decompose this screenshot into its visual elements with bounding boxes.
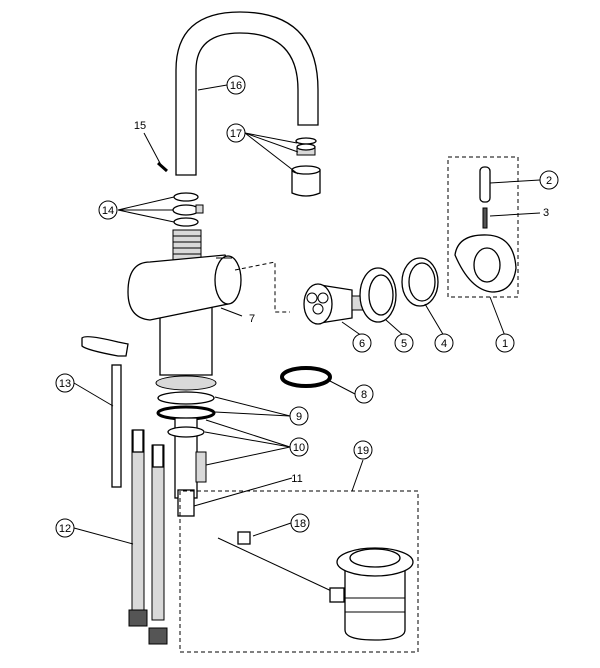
- callout-18: 18: [290, 513, 310, 533]
- callout-19: 19: [353, 440, 373, 460]
- label-7: 7: [249, 313, 255, 325]
- svg-text:1: 1: [502, 338, 508, 350]
- aerator-parts: [291, 137, 321, 197]
- callout-12: 12: [55, 518, 75, 538]
- seal-ring-part: [280, 366, 332, 388]
- svg-text:9: 9: [296, 411, 302, 423]
- retaining-ring-part: [401, 257, 439, 307]
- svg-text:12: 12: [59, 523, 71, 535]
- callout-10: 10: [289, 437, 309, 457]
- lift-rod-part: [81, 336, 129, 488]
- callout-4: 4: [434, 333, 454, 353]
- svg-text:10: 10: [293, 442, 305, 454]
- mounting-parts: [155, 375, 217, 517]
- svg-text:8: 8: [361, 389, 367, 401]
- leader-lines: [73, 84, 541, 545]
- svg-text:4: 4: [441, 338, 447, 350]
- o-rings-part: [172, 192, 204, 227]
- pop-up-waste-part: [329, 547, 414, 641]
- tap-body-part: [127, 229, 242, 376]
- callout-2: 2: [539, 170, 559, 190]
- svg-text:18: 18: [294, 518, 306, 530]
- callout-5: 5: [394, 333, 414, 353]
- callout-8: 8: [354, 384, 374, 404]
- waste-rod-part: [217, 531, 341, 596]
- label-3: 3: [543, 207, 549, 219]
- svg-text:5: 5: [401, 338, 407, 350]
- svg-text:17: 17: [230, 128, 242, 140]
- callout-16: 16: [226, 75, 246, 95]
- spout-part: [175, 11, 319, 176]
- callout-13: 13: [55, 373, 75, 393]
- label-15: 15: [134, 120, 146, 132]
- callout-17: 17: [226, 123, 246, 143]
- callout-1: 1: [495, 333, 515, 353]
- cartridge-nut-part: [359, 267, 397, 323]
- label-11: 11: [291, 473, 302, 485]
- svg-text:16: 16: [230, 80, 242, 92]
- grub-screw-part: [157, 161, 168, 173]
- cartridge-part: [303, 283, 365, 325]
- callout-14: 14: [98, 200, 118, 220]
- supply-hoses-part: [128, 429, 168, 645]
- callout-9: 9: [289, 406, 309, 426]
- handle-part: [454, 166, 517, 293]
- svg-text:19: 19: [357, 445, 369, 457]
- svg-text:14: 14: [102, 205, 114, 217]
- callout-6: 6: [352, 333, 372, 353]
- svg-text:2: 2: [546, 175, 552, 187]
- svg-text:13: 13: [59, 378, 71, 390]
- svg-text:6: 6: [359, 338, 365, 350]
